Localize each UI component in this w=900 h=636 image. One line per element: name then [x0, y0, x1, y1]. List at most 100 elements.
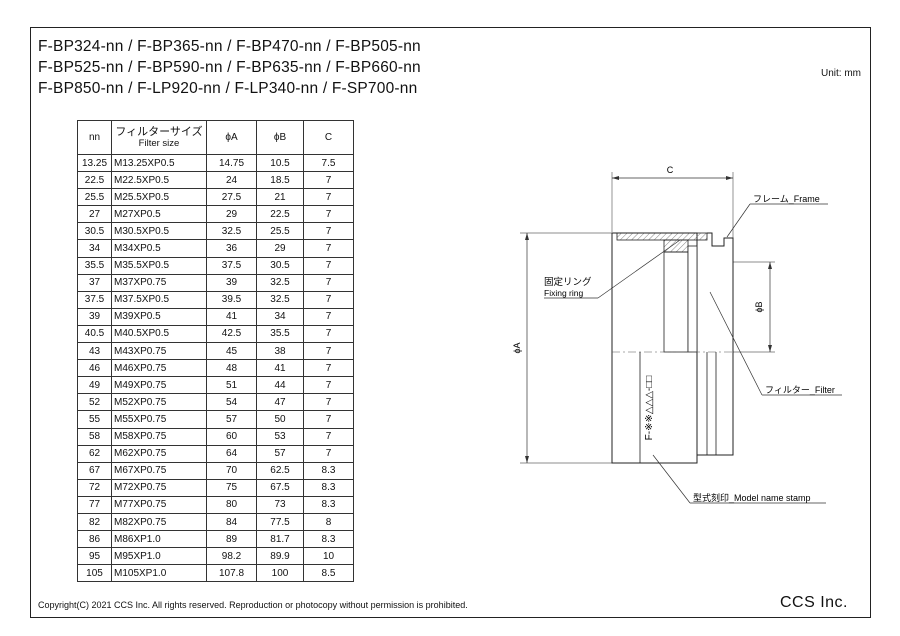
cell-diameter-b: 53 — [256, 427, 304, 446]
fixing-ring-label-en: Fixing ring — [544, 288, 583, 298]
cell-diameter-a: 36 — [206, 239, 257, 258]
cell-diameter-b: 62.5 — [256, 461, 304, 480]
cell-c: 8.3 — [303, 478, 354, 497]
leader-model-stamp: 型式刻印_Model name stamp — [652, 454, 826, 504]
cell-filter-size: M35.5XP0.5 — [111, 256, 207, 275]
cell-nn: 58 — [77, 427, 112, 446]
cell-nn: 67 — [77, 461, 112, 480]
cell-filter-size: M37XP0.75 — [111, 273, 207, 292]
col-header-filter-size-en: Filter size — [138, 138, 180, 149]
cell-filter-size: M55XP0.75 — [111, 410, 207, 429]
filter-label: フィルター_Filter — [765, 385, 835, 395]
leader-fixing-ring: 固定リング Fixing ring — [544, 239, 681, 299]
drawing-frame — [30, 27, 871, 618]
cell-diameter-a: 37.5 — [206, 256, 257, 275]
dimension-a-label: ϕA — [512, 342, 522, 353]
brand-name: CCS Inc. — [779, 594, 848, 611]
dimension-c-label: C — [667, 165, 674, 175]
dimension-c: C — [611, 165, 734, 238]
dimension-a: ϕA — [512, 232, 612, 464]
copyright-notice: Copyright(C) 2021 CCS Inc. All rights re… — [38, 600, 468, 610]
cell-diameter-a: 51 — [206, 376, 257, 395]
filter-body: F-※※△△△-□□ — [611, 232, 734, 464]
cell-c: 7 — [303, 290, 354, 309]
cell-c: 7 — [303, 324, 354, 344]
cell-filter-size: M52XP0.75 — [111, 393, 207, 412]
cell-c: 7 — [303, 205, 354, 224]
cell-diameter-a: 107.8 — [206, 564, 257, 583]
col-header-c: C — [303, 120, 354, 155]
cell-c: 7 — [303, 273, 354, 292]
cell-diameter-b: 32.5 — [256, 273, 304, 292]
cell-c: 7 — [303, 359, 354, 378]
cell-diameter-a: 75 — [206, 478, 257, 497]
cell-diameter-a: 41 — [206, 307, 257, 326]
title-line-3: F-BP850-nn / F-LP920-nn / F-LP340-nn / F… — [38, 80, 418, 97]
fixing-ring-label-jp: 固定リング — [544, 276, 592, 288]
cell-c: 7 — [303, 444, 354, 463]
cell-diameter-b: 44 — [256, 376, 304, 395]
cell-c: 7 — [303, 410, 354, 429]
col-header-filter-size: フィルターサイズ Filter size — [111, 120, 207, 155]
cell-diameter-b: 35.5 — [256, 324, 304, 344]
cell-nn: 55 — [77, 410, 112, 429]
cell-diameter-b: 38 — [256, 342, 304, 361]
cell-c: 8.3 — [303, 461, 354, 480]
leader-frame: フレーム_Frame — [726, 194, 828, 238]
col-header-nn: nn — [77, 120, 112, 155]
cell-diameter-a: 39 — [206, 273, 257, 292]
title-line-2: F-BP525-nn / F-BP590-nn / F-BP635-nn / F… — [38, 59, 421, 76]
cell-c: 8.3 — [303, 530, 354, 549]
cell-c: 7 — [303, 239, 354, 258]
cell-nn: 46 — [77, 359, 112, 378]
cell-c: 7 — [303, 393, 354, 412]
cell-filter-size: M34XP0.5 — [111, 239, 207, 258]
cell-c: 7 — [303, 342, 354, 361]
model-stamp-text: F-※※△△△-□□ — [644, 376, 655, 441]
cell-nn: 35.5 — [77, 256, 112, 275]
cell-c: 7 — [303, 376, 354, 395]
cell-c: 7 — [303, 427, 354, 446]
cell-c: 8.5 — [303, 564, 354, 583]
table-header-row: nn フィルターサイズ Filter size ϕA ϕB C — [77, 120, 354, 155]
frame-label: フレーム_Frame — [753, 194, 820, 204]
col-header-filter-size-jp: フィルターサイズ — [115, 126, 203, 138]
title-line-1: F-BP324-nn / F-BP365-nn / F-BP470-nn / F… — [38, 38, 421, 55]
dimension-b: ϕB — [733, 261, 775, 353]
cell-nn: 34 — [77, 239, 112, 258]
leader-filter: フィルター_Filter — [709, 291, 842, 396]
unit-label: Unit: mm — [821, 68, 861, 79]
cell-diameter-a: 48 — [206, 359, 257, 378]
dimension-b-label: ϕB — [754, 301, 764, 312]
cell-filter-size: M72XP0.75 — [111, 478, 207, 497]
cell-c: 7 — [303, 307, 354, 326]
model-stamp-label: 型式刻印_Model name stamp — [693, 492, 811, 503]
cell-c: 7 — [303, 256, 354, 275]
